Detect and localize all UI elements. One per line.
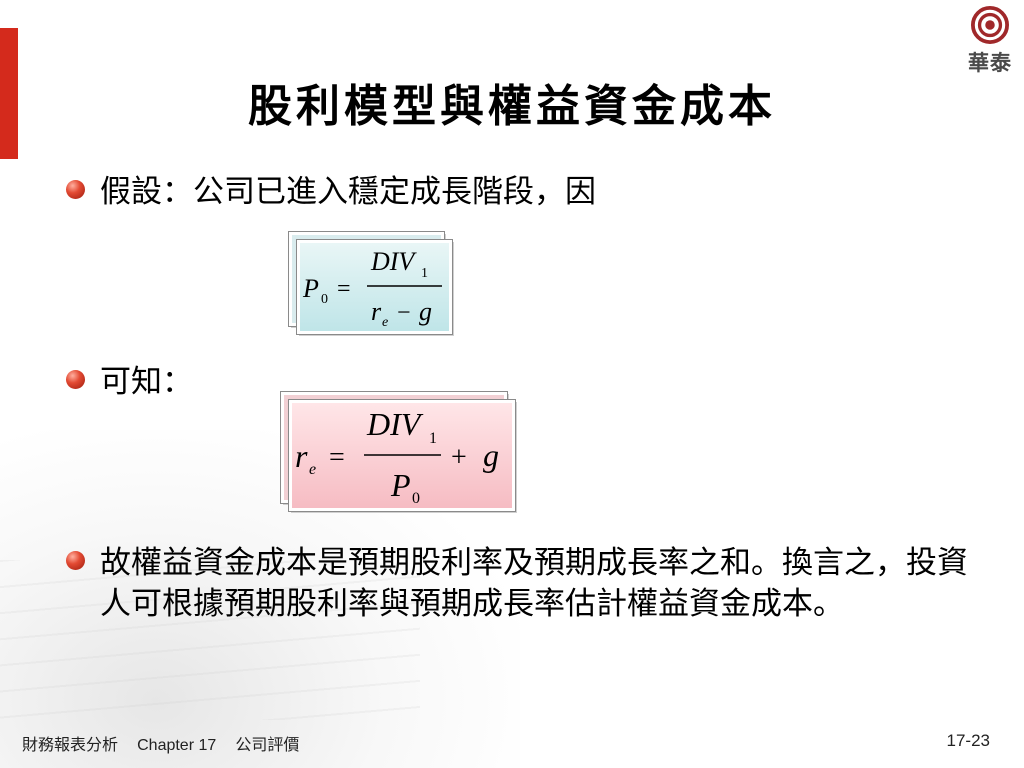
- formula-price: P 0 = DIV 1 r e − g: [288, 231, 453, 335]
- formula-numerator-sub: 1: [421, 266, 428, 281]
- bullet-icon: [66, 551, 85, 570]
- publisher-logo: 華泰: [962, 6, 1018, 80]
- formula-lhs-sub: 0: [321, 292, 328, 307]
- formula-minus: −: [397, 300, 411, 326]
- formula-denominator-sub: 0: [412, 490, 420, 507]
- formula-numerator-sub: 1: [429, 430, 437, 447]
- formula-den-r: r: [371, 297, 382, 326]
- accent-bar: [0, 28, 18, 159]
- bullet-icon: [66, 180, 85, 199]
- formula-equals: =: [329, 442, 345, 473]
- formula-den-sub: e: [382, 315, 388, 330]
- logo-text: 華泰: [968, 51, 1012, 75]
- formula-g: g: [483, 437, 499, 473]
- footer-chapter: Chapter 17: [137, 737, 217, 754]
- footer-course: 財務報表分析 Chapter 17 公司評價: [22, 731, 313, 755]
- bullet-text: 可知：: [100, 364, 193, 400]
- formula-equals: =: [337, 276, 351, 302]
- slide-title: 股利模型與權益資金成本: [248, 81, 776, 132]
- formula-den-g: g: [419, 297, 432, 326]
- bullet-icon: [66, 370, 85, 389]
- formula-plus: +: [451, 442, 467, 473]
- bullet-text: 故權益資金成本是預期股利率及預期成長率之和。換言之，投資人可根據預期股利率與預期…: [100, 545, 968, 622]
- formula-numerator: DIV: [366, 406, 424, 442]
- bullet-item: 假設：公司已進入穩定成長階段，因: [66, 172, 596, 213]
- footer-book: 財務報表分析: [22, 735, 119, 754]
- formula-lhs: P: [302, 274, 319, 303]
- footer-topic: 公司評價: [235, 735, 300, 754]
- formula-denominator: P: [390, 467, 411, 503]
- page-number: 17-23: [946, 731, 990, 750]
- bullet-text: 假設：公司已進入穩定成長階段，因: [100, 174, 596, 210]
- bullet-item: 故權益資金成本是預期股利率及預期成長率之和。換言之，投資人可根據預期股利率與預期…: [66, 543, 996, 625]
- background-book-texture: [0, 560, 420, 720]
- formula-lhs: r: [295, 438, 308, 474]
- formula-numerator: DIV: [370, 247, 417, 276]
- bullet-item: 可知：: [66, 362, 193, 403]
- huatai-logo-icon: [971, 6, 1009, 44]
- formula-lhs-sub: e: [309, 461, 316, 478]
- formula-cost-of-equity: r e = DIV 1 P 0 + g: [280, 391, 516, 512]
